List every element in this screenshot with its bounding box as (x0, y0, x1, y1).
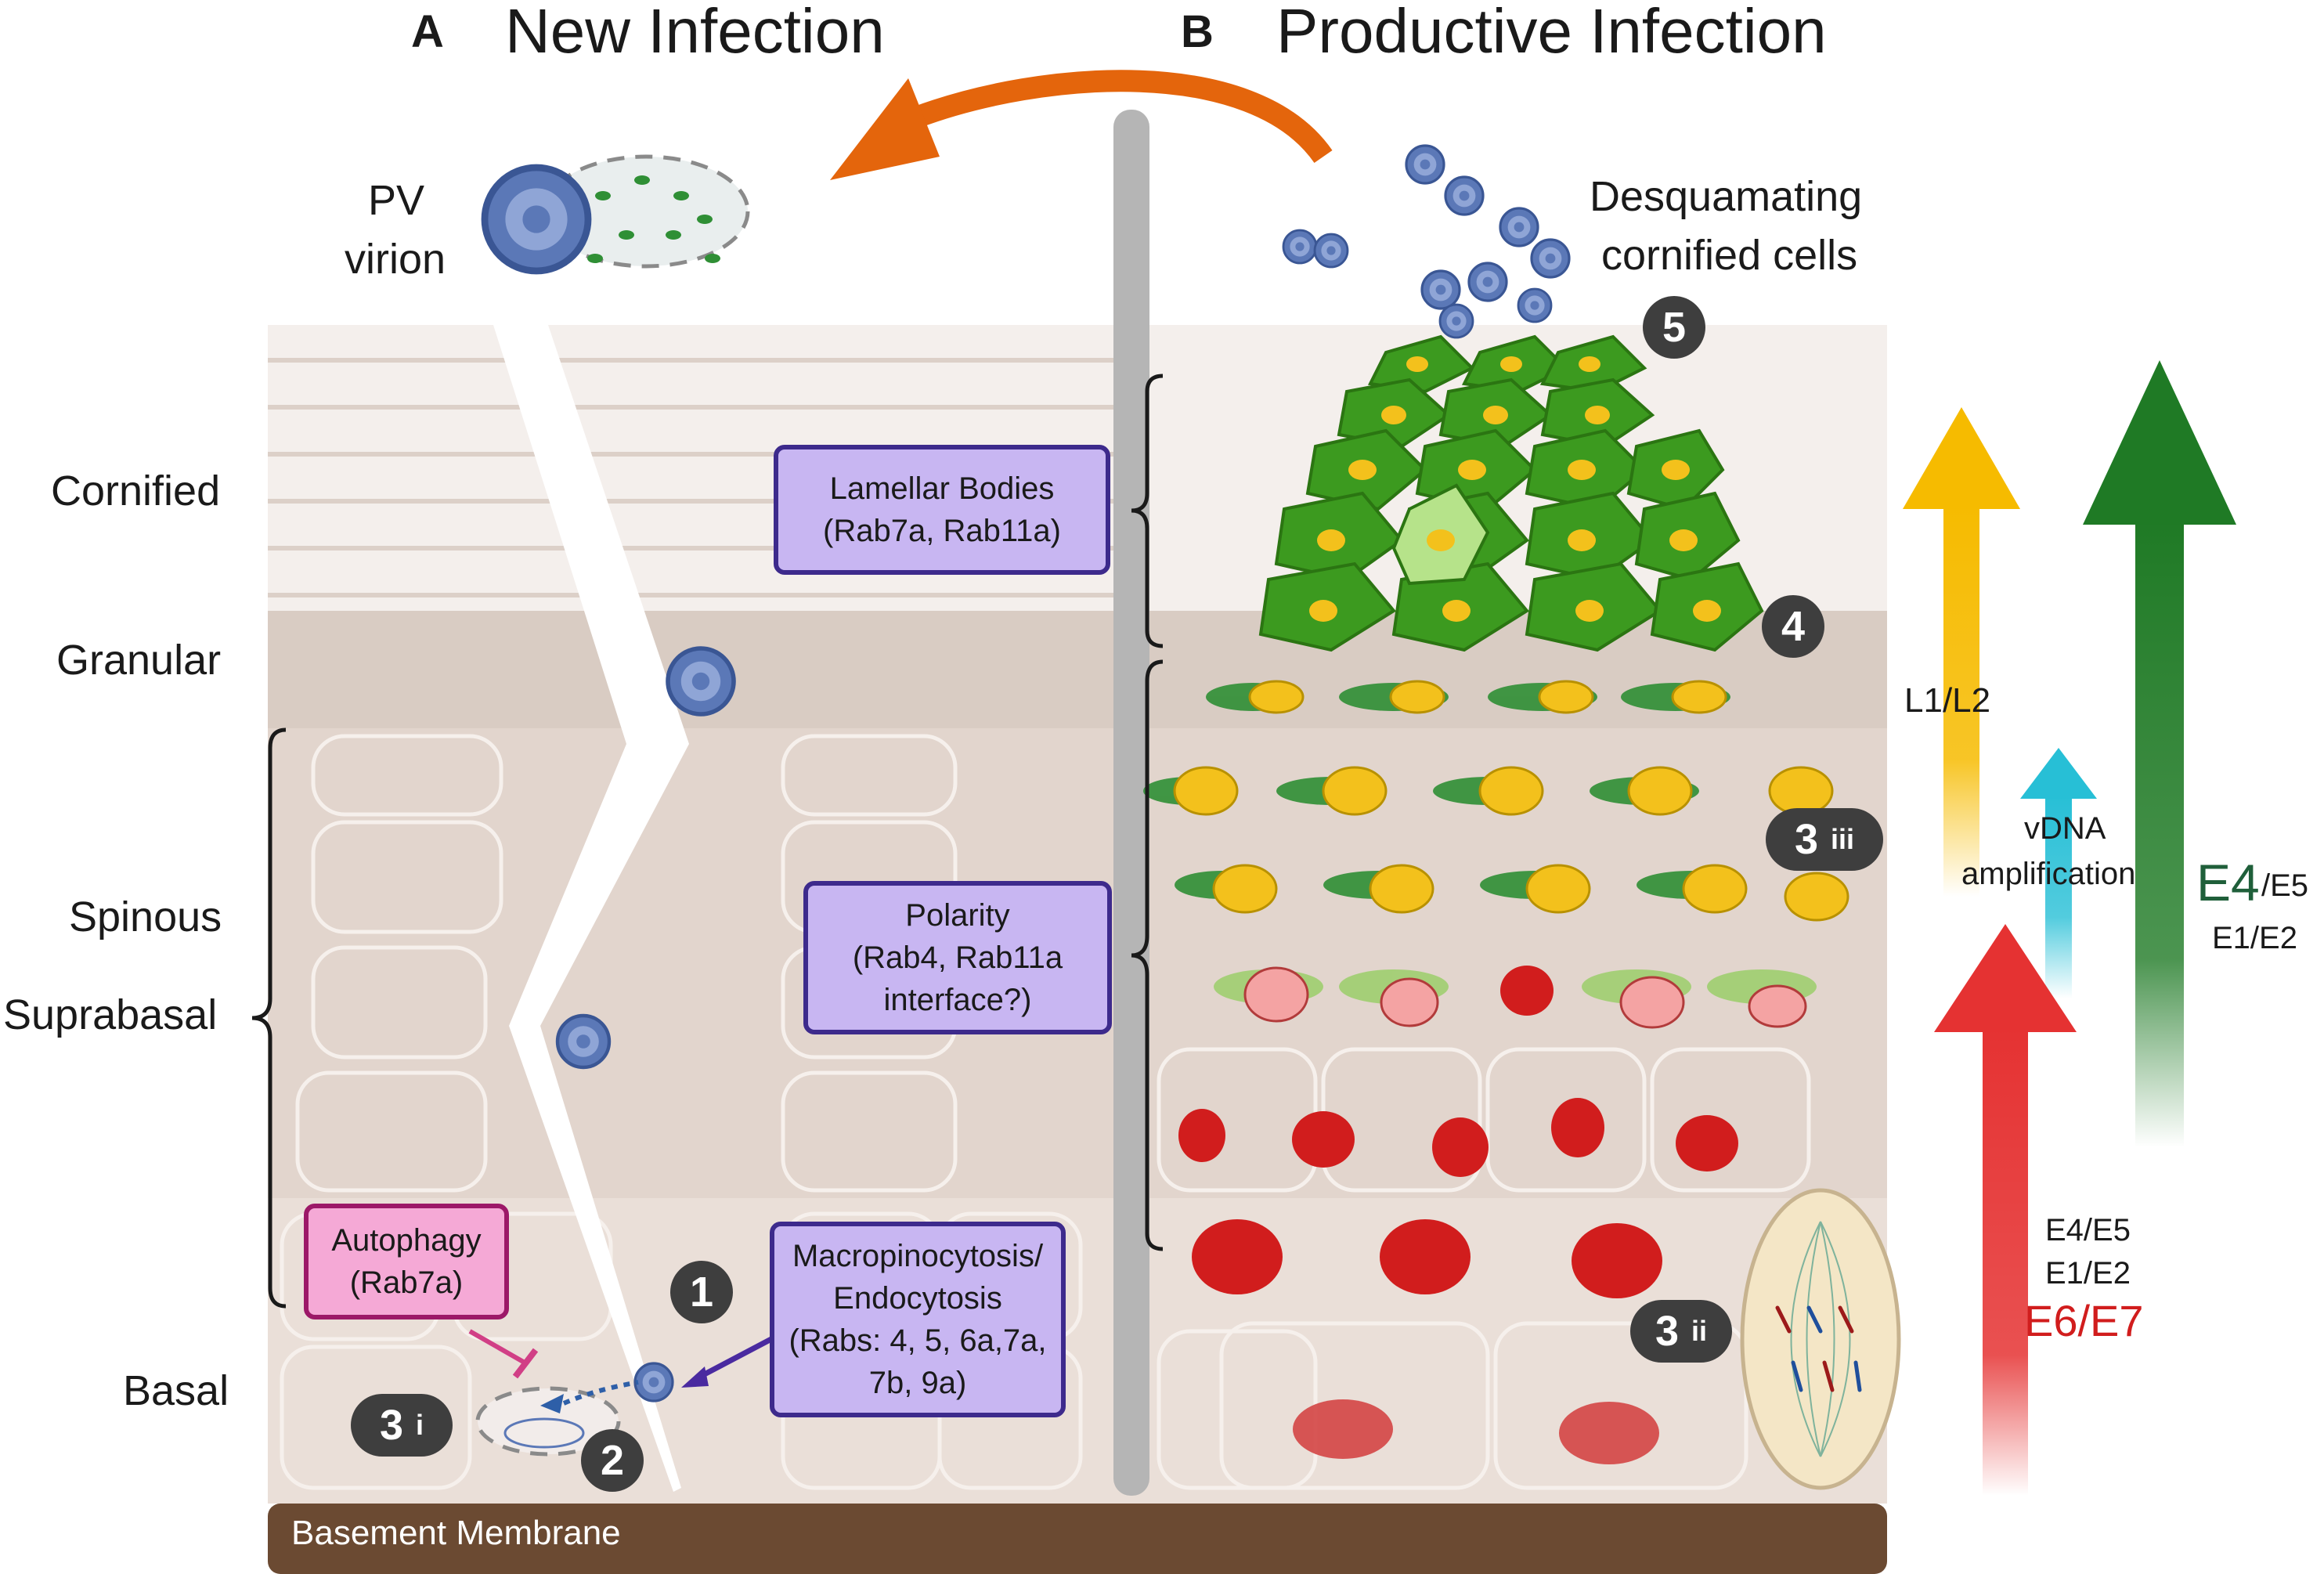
pink-nuclei-row (1214, 966, 1817, 1029)
pv-label: PV (368, 177, 425, 224)
endocytosis-arrow (695, 1336, 773, 1381)
cornified-cells-label: cornified cells (1601, 232, 1858, 279)
virion-granular-icon (668, 648, 734, 714)
layer-granular: Granular (56, 637, 222, 684)
lamellar-bodies-text: Lamellar Bodies (Rab7a, Rab11a) (823, 471, 1061, 548)
polarity-brace (1131, 659, 1164, 1251)
polarity-text: Polarity (Rab4, Rab11a interface?) (852, 898, 1063, 1017)
panel-b-letter: B (1181, 6, 1214, 57)
nucleus-outline (503, 1417, 585, 1449)
autophagy-box: Autophagy (Rab7a) (304, 1204, 509, 1319)
macropinocytosis-text: Macropinocytosis/ Endocytosis (Rabs: 4, … (788, 1239, 1047, 1400)
virion-label: virion (345, 236, 446, 283)
e6e7-label: E6/E7 (2024, 1296, 2144, 1345)
green-particles (587, 175, 720, 263)
desquamating-virions (1282, 144, 1571, 339)
virion-basal-icon (633, 1362, 674, 1403)
red-e6e7-arrow (1934, 924, 2077, 1496)
e1e2-right-label: E1/E2 (2212, 921, 2297, 955)
orange-arrow-head (830, 78, 940, 180)
l1l2-label: L1/L2 (1904, 681, 1991, 720)
pv-virion-icon (485, 168, 588, 271)
autophagy-text: Autophagy (Rab7a) (331, 1223, 482, 1300)
step-5-badge: 5 (1643, 296, 1705, 359)
panel-divider (1113, 110, 1149, 1496)
yellow-l1l2-arrow (1903, 407, 2020, 897)
basement-membrane-bar (268, 1504, 1887, 1574)
green-e4-arrow (2083, 360, 2236, 1147)
virion-suprabasal-icon (558, 1016, 609, 1067)
step-3iii-badge: 3 iii (1766, 808, 1883, 871)
lamellar-bodies-box: Lamellar Bodies (Rab7a, Rab11a) (774, 445, 1110, 575)
layer-cornified: Cornified (51, 468, 221, 514)
desquamating-label: Desquamating (1590, 173, 1863, 220)
step-3ii-badge: 3 ii (1630, 1300, 1732, 1363)
e1e2-lower-label: E1/E2 (2045, 1256, 2131, 1291)
e4e5-lower-label: E4/E5 (2045, 1213, 2131, 1247)
autophagy-inhibition-line (468, 1329, 526, 1365)
wound-channel (333, 325, 689, 1492)
red-nuclei (1178, 1098, 1738, 1298)
amplification-label: amplification (1961, 857, 2136, 891)
endocytosis-arrow-head (681, 1366, 709, 1388)
cornified-nuclei (1309, 356, 1721, 622)
mitotic-spindle (1790, 1221, 1851, 1457)
chromosomes (1775, 1305, 1862, 1392)
suprabasal-brace (251, 727, 287, 1309)
dividing-cell (1740, 1188, 1901, 1490)
panel-a-letter: A (411, 6, 444, 57)
layer-suprabasal: Suprabasal (3, 991, 218, 1038)
endosome-vesicle (475, 1386, 621, 1457)
panel-b-title: Productive Infection (1276, 0, 1827, 66)
layer-basal: Basal (123, 1367, 229, 1414)
polarity-box: Polarity (Rab4, Rab11a interface?) (803, 881, 1112, 1034)
step-3i-badge: 3 i (351, 1394, 453, 1457)
autophagy-inhibition-bar (512, 1348, 539, 1379)
granular-layer (268, 611, 1887, 728)
layer-spinous: Spinous (69, 893, 222, 940)
virion-capsule-envelope (542, 154, 750, 269)
basement-membrane-label: Basement Membrane (291, 1514, 621, 1552)
vdna-label: vDNA (2024, 811, 2106, 846)
step-4-badge: 4 (1762, 595, 1824, 658)
step-1-badge: 1 (670, 1261, 733, 1323)
cyan-vdna-arrow (2020, 748, 2097, 998)
e5-label: /E5 (2261, 868, 2309, 903)
e4-label: E4 (2196, 854, 2260, 912)
spinous-yellow-nuclei (1143, 680, 1849, 922)
virus-entry-marker (540, 1394, 564, 1413)
lamellar-brace (1131, 374, 1164, 648)
step-2-badge: 2 (581, 1429, 644, 1492)
basal-red-nuclei (1293, 1399, 1659, 1464)
panel-a-title: New Infection (505, 0, 885, 66)
macropinocytosis-box: Macropinocytosis/ Endocytosis (Rabs: 4, … (770, 1222, 1066, 1417)
orange-recycle-arrow (912, 70, 1333, 164)
